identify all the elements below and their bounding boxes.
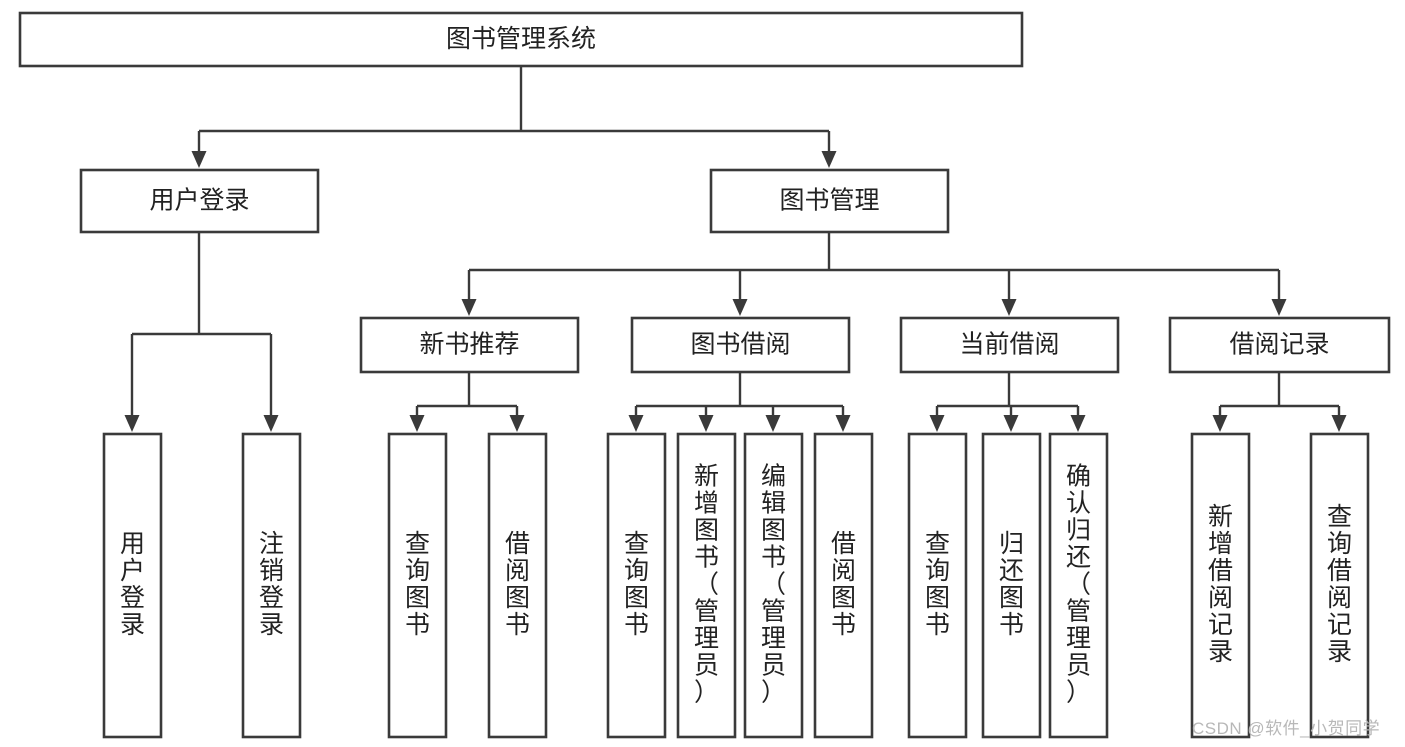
arrow-head: [1001, 299, 1017, 316]
node-leaf-confirm-return[interactable]: 确认归还（管理员）: [1048, 432, 1109, 739]
node-label: 新增图书（管理员）: [694, 462, 719, 706]
node-borrow-record[interactable]: 借阅记录: [1168, 316, 1391, 374]
node-book-manage[interactable]: 图书管理: [709, 168, 950, 234]
arrow-head: [263, 415, 279, 432]
arrow-head: [191, 151, 207, 168]
connector-newbook-children: [409, 372, 525, 432]
node-leaf-query-borrow-record[interactable]: 查询借阅记录: [1309, 432, 1370, 739]
node-leaf-add-book-admin[interactable]: 新增图书（管理员）: [676, 432, 737, 739]
csdn-watermark: CSDN @软件_小贺同学: [1192, 719, 1381, 738]
node-box[interactable]: [743, 432, 804, 739]
node-box[interactable]: [1168, 316, 1391, 374]
node-box[interactable]: [487, 432, 548, 739]
arrow-head: [929, 415, 945, 432]
node-box[interactable]: [79, 168, 320, 234]
node-label: 新书推荐: [419, 331, 519, 359]
node-label: 图书管理: [779, 187, 879, 215]
arrow-head: [1271, 299, 1287, 316]
node-leaf-query-book-c[interactable]: 查询图书: [907, 432, 968, 739]
node-label: 借阅记录: [1229, 331, 1329, 359]
node-leaf-borrow-book-b[interactable]: 借阅图书: [813, 432, 874, 739]
connector-record-children: [1212, 372, 1347, 432]
node-leaf-return-book[interactable]: 归还图书: [981, 432, 1042, 739]
node-current-borrow[interactable]: 当前借阅: [899, 316, 1120, 374]
node-label: 用户登录: [149, 187, 249, 215]
node-box[interactable]: [899, 316, 1120, 374]
arrow-head: [765, 415, 781, 432]
node-box[interactable]: [907, 432, 968, 739]
node-box[interactable]: [1309, 432, 1370, 739]
arrow-head: [732, 299, 748, 316]
arrow-head: [1212, 415, 1228, 432]
connectors-layer: [124, 66, 1347, 432]
connector-borrow-children: [628, 372, 851, 432]
nodes-layer: 图书管理系统用户登录图书管理新书推荐图书借阅当前借阅借阅记录用户登录注销登录查询…: [18, 11, 1391, 739]
node-label: 借阅图书: [831, 530, 856, 639]
node-new-book-recommend[interactable]: 新书推荐: [359, 316, 580, 374]
node-root[interactable]: 图书管理系统: [18, 11, 1024, 68]
arrow-head: [1003, 415, 1019, 432]
node-box[interactable]: [1048, 432, 1109, 739]
arrow-head: [409, 415, 425, 432]
node-box[interactable]: [676, 432, 737, 739]
arrow-head: [1070, 415, 1086, 432]
node-leaf-query-book-a[interactable]: 查询图书: [387, 432, 448, 739]
node-label: 查询图书: [624, 530, 649, 639]
node-label: 查询图书: [405, 530, 430, 639]
arrow-head: [628, 415, 644, 432]
arrow-head: [821, 151, 837, 168]
connector-current-children: [929, 372, 1086, 432]
node-book-borrow[interactable]: 图书借阅: [630, 316, 851, 374]
node-label: 确认归还（管理员）: [1066, 462, 1091, 706]
arrow-head: [835, 415, 851, 432]
node-label: 当前借阅: [959, 331, 1059, 359]
node-label: 借阅图书: [505, 530, 530, 639]
arrow-head: [509, 415, 525, 432]
node-box[interactable]: [1190, 432, 1251, 739]
arrow-head: [698, 415, 714, 432]
node-leaf-edit-book-admin[interactable]: 编辑图书（管理员）: [743, 432, 804, 739]
node-box[interactable]: [359, 316, 580, 374]
arrow-head: [461, 299, 477, 316]
node-box[interactable]: [18, 11, 1024, 68]
node-leaf-logout-login[interactable]: 注销登录: [241, 432, 302, 739]
node-label: 图书管理系统: [446, 25, 596, 53]
node-label: 查询图书: [925, 530, 950, 639]
node-leaf-user-login[interactable]: 用户登录: [102, 432, 163, 739]
node-box[interactable]: [102, 432, 163, 739]
node-box[interactable]: [606, 432, 667, 739]
node-label: 编辑图书（管理员）: [761, 462, 786, 706]
node-leaf-query-book-b[interactable]: 查询图书: [606, 432, 667, 739]
node-box[interactable]: [630, 316, 851, 374]
arrow-head: [124, 415, 140, 432]
node-label: 注销登录: [259, 530, 284, 639]
node-label: 新增借阅记录: [1208, 503, 1233, 666]
connector-login-children: [124, 232, 279, 432]
node-label: 归还图书: [999, 530, 1024, 639]
node-box[interactable]: [709, 168, 950, 234]
node-label: 用户登录: [120, 530, 145, 639]
node-box[interactable]: [981, 432, 1042, 739]
node-label: 查询借阅记录: [1327, 503, 1352, 666]
node-user-login[interactable]: 用户登录: [79, 168, 320, 234]
connector-root-to-level1: [191, 66, 837, 168]
node-box[interactable]: [813, 432, 874, 739]
node-box[interactable]: [241, 432, 302, 739]
node-leaf-add-borrow-record[interactable]: 新增借阅记录: [1190, 432, 1251, 739]
node-label: 图书借阅: [690, 331, 790, 359]
node-box[interactable]: [387, 432, 448, 739]
connector-manage-children: [461, 232, 1287, 316]
arrow-head: [1331, 415, 1347, 432]
node-leaf-borrow-book-a[interactable]: 借阅图书: [487, 432, 548, 739]
